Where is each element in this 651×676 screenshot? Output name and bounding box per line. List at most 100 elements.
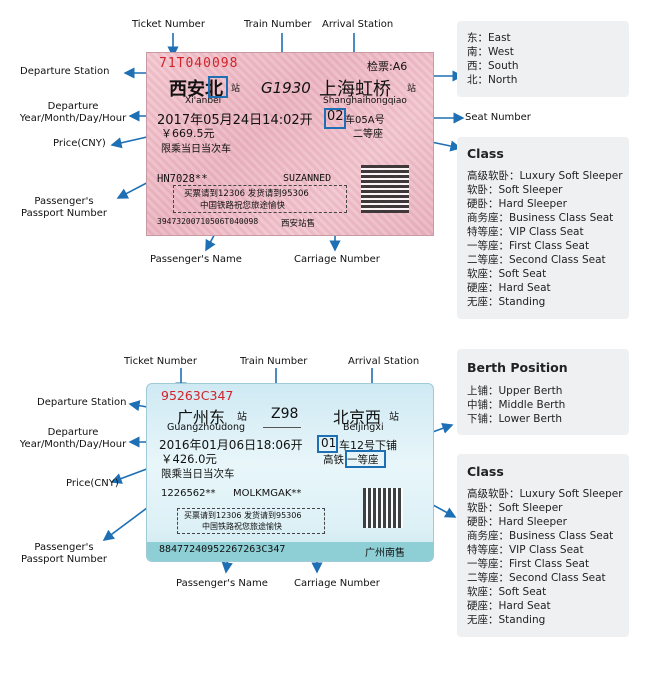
- direction-north: 北：North: [467, 74, 518, 86]
- label-train-number-2: Train Number: [240, 356, 308, 367]
- seat-number: 车12号下铺: [339, 439, 397, 452]
- label-carriage-2: Carriage Number: [294, 578, 380, 589]
- label-departure-station-1: Departure Station: [20, 66, 110, 77]
- departure-pinyin: Guangzhoudong: [167, 422, 245, 433]
- passenger-name: MOLKMGAK**: [233, 488, 302, 499]
- train-number: Z98: [271, 406, 299, 422]
- class-row: 硬座：Hard Seat: [467, 282, 551, 294]
- class-panel-1: Class 高级软卧：Luxury Soft Sleeper 软卧：Soft Sl…: [457, 137, 629, 319]
- label-passport-1b: Passport Number: [21, 208, 107, 219]
- departure-pinyin: Xi'anbei: [185, 96, 222, 106]
- label-passport-2a: Passenger's: [34, 542, 94, 553]
- direction-east: 东：East: [467, 32, 511, 44]
- train-number: G1930: [261, 79, 311, 97]
- seat-class: 二等座: [353, 129, 383, 140]
- class-row: 二等座：Second Class Seat: [467, 572, 606, 584]
- class-title: Class: [467, 146, 504, 161]
- class-row: 硬座：Hard Seat: [467, 600, 551, 612]
- departure-datetime: 2017年05月24日14:02开: [157, 113, 313, 128]
- class-row: 软卧：Soft Sleeper: [467, 184, 563, 196]
- info-box: 买票请到12306 发货请到95306 中国铁路祝您旅途愉快: [173, 185, 347, 213]
- class-row: 无座：Standing: [467, 614, 546, 626]
- ticket-number: 95263C347: [161, 388, 234, 403]
- departure-datetime: 2016年01月06日18:06开: [159, 438, 303, 452]
- class-row: 高级软卧：Luxury Soft Sleeper: [467, 170, 623, 182]
- class-list: 高级软卧：Luxury Soft Sleeper 软卧：Soft Sleeper 硬…: [467, 487, 623, 627]
- class-row: 软卧：Soft Sleeper: [467, 502, 563, 514]
- train-type: 高铁: [323, 454, 344, 466]
- class-row: 特等座：VIP Class Seat: [467, 226, 584, 238]
- passenger-name: SUZANNED: [283, 173, 332, 184]
- qr-code: [361, 165, 409, 213]
- class-row: 特等座：VIP Class Seat: [467, 544, 584, 556]
- highlight-carriage-1: [324, 108, 346, 129]
- price: ￥426.0元: [161, 452, 217, 466]
- seat-number: 车05A号: [345, 115, 385, 126]
- class-row: 一等座：First Class Seat: [467, 240, 590, 252]
- ticket-image-2: 95263C347 广州东 站 Guangzhoudong Z98 北京西 站 …: [146, 383, 434, 562]
- highlight-class-2: [345, 450, 386, 468]
- serial-number: 39473200710506T040098: [157, 217, 259, 226]
- passport-number: HN7028**: [157, 173, 208, 185]
- label-ticket-number-2: Ticket Number: [124, 356, 197, 367]
- label-name-2: Passenger's Name: [176, 578, 268, 589]
- serial-number: 88477240952267263C347: [159, 544, 286, 555]
- label-passport-1a: Passenger's: [34, 196, 94, 207]
- label-departure-station-2: Departure Station: [37, 397, 127, 408]
- label-departure-time-2b: Year/Month/Day/Hour: [19, 439, 127, 450]
- class-row: 硬卧：Hard Sleeper: [467, 198, 567, 210]
- directions-panel: 东：East 南：West 西：South 北：North: [457, 21, 629, 97]
- carriage-number: 02: [327, 109, 344, 124]
- highlight-departure-bei: [208, 76, 228, 98]
- label-departure-time-2a: Departure: [47, 427, 99, 438]
- class-title: Class: [467, 464, 504, 479]
- class-list: 高级软卧：Luxury Soft Sleeper 软卧：Soft Sleeper 硬…: [467, 169, 623, 309]
- label-arrival-station-2: Arrival Station: [348, 356, 420, 367]
- ticket-number: 71T040098: [159, 56, 239, 71]
- price: ￥669.5元: [161, 127, 215, 140]
- label-arrival-station-1: Arrival Station: [322, 19, 394, 30]
- class-row: 二等座：Second Class Seat: [467, 254, 606, 266]
- class-row: 硬卧：Hard Sleeper: [467, 516, 567, 528]
- class-row: 一等座：First Class Seat: [467, 558, 590, 570]
- arrival-station: 北京西: [333, 408, 382, 427]
- highlight-carriage-2: [317, 435, 338, 453]
- qr-code: [363, 488, 403, 528]
- berth-lower: 下铺：Lower Berth: [467, 413, 563, 425]
- label-departure-time-1b: Year/Month/Day/Hour: [19, 113, 127, 124]
- label-name-1: Passenger's Name: [150, 254, 242, 265]
- class-row: 无座：Standing: [467, 296, 546, 308]
- direction-south: 南：West: [467, 46, 514, 58]
- class-row: 商务座：Business Class Seat: [467, 530, 614, 542]
- label-price-2: Price(CNY): [66, 478, 119, 489]
- arrival-pinyin: Shanghaihongqiao: [323, 96, 407, 106]
- label-ticket-number-1: Ticket Number: [132, 19, 205, 30]
- sold-at: 广州南售: [365, 548, 405, 559]
- passport-number: 1226562**: [161, 488, 216, 499]
- notice: 限乘当日当次车: [161, 468, 235, 480]
- label-price-1: Price(CNY): [53, 138, 106, 149]
- carriage-number: 01: [321, 436, 337, 450]
- class-row: 软座：Soft Seat: [467, 586, 547, 598]
- berth-middle: 中铺：Middle Berth: [467, 399, 566, 411]
- sold-at: 西安站售: [281, 219, 316, 229]
- gate-code: 检票:A6: [367, 60, 408, 73]
- berth-upper: 上铺：Upper Berth: [467, 385, 563, 397]
- arrival-pinyin: Beijingxi: [343, 422, 384, 433]
- label-train-number-1: Train Number: [244, 19, 312, 30]
- arrival-station: 上海虹桥: [319, 79, 391, 100]
- label-seat-number-1: Seat Number: [465, 112, 531, 123]
- direction-west: 西：South: [467, 60, 519, 72]
- label-passport-2b: Passport Number: [21, 554, 107, 565]
- label-departure-time-1a: Departure: [47, 101, 99, 112]
- class-row: 软座：Soft Seat: [467, 268, 547, 280]
- departure-station: 广州东: [177, 408, 226, 427]
- ticket-image-1: 71T040098 检票:A6 西安北 站 Xi'anbei G1930 上海虹…: [146, 52, 434, 236]
- seat-class: 一等座: [347, 454, 379, 466]
- berth-title: Berth Position: [467, 360, 568, 375]
- berth-panel: Berth Position 上铺：Upper Berth 中铺：Middle …: [457, 349, 629, 435]
- class-panel-2: Class 高级软卧：Luxury Soft Sleeper 软卧：Soft Sl…: [457, 454, 629, 637]
- class-row: 高级软卧：Luxury Soft Sleeper: [467, 488, 623, 500]
- class-row: 商务座：Business Class Seat: [467, 212, 614, 224]
- info-box: 买票请到12306 发货请到95306 中国铁路祝您旅途愉快: [177, 508, 325, 534]
